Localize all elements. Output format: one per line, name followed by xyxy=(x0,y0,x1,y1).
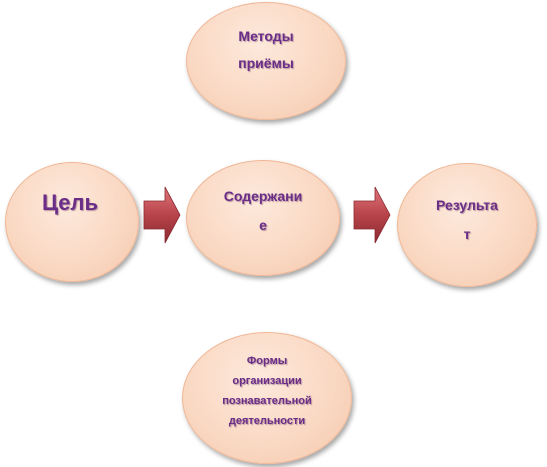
result-label-line-1: Результа xyxy=(436,197,498,213)
content-label-line-2: е xyxy=(259,217,267,233)
forms-label-line-4: деятельности xyxy=(228,415,306,427)
result-label-line-2: т xyxy=(463,226,471,242)
methods-label-line-2: приёмы xyxy=(238,55,294,71)
methods-label-line-1: Методы xyxy=(238,28,294,44)
forms-label-line-1: Формы xyxy=(246,355,288,367)
forms-ellipse xyxy=(182,332,352,464)
content-label-line-1: Содержани xyxy=(223,188,303,204)
goal-ellipse xyxy=(5,162,139,282)
methods-ellipse xyxy=(186,2,346,120)
content-ellipse xyxy=(186,160,340,276)
result-ellipse xyxy=(397,163,537,287)
forms-label-line-2: организации xyxy=(232,375,302,387)
arrow-right-icon xyxy=(353,186,391,244)
arrow-right-icon xyxy=(143,186,181,244)
forms-label-line-3: познавательной xyxy=(222,395,312,407)
goal-label: Цель xyxy=(41,190,99,215)
